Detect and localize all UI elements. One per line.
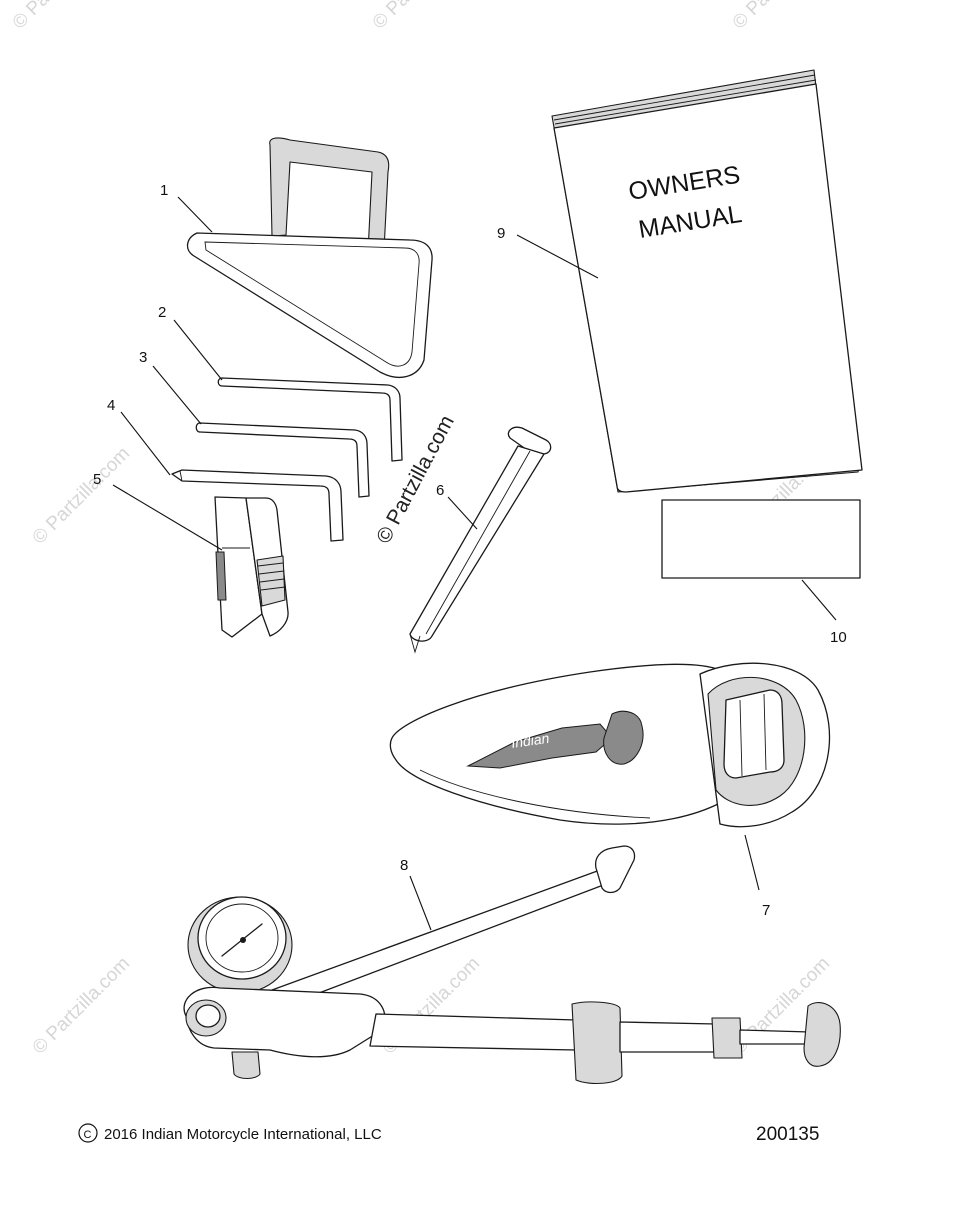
svg-text:Indian: Indian [510, 730, 550, 751]
callout-9: 9 [497, 225, 505, 242]
owners-manual-icon: OWNERS MANUAL [551, 69, 863, 493]
watermark-tr: © Partzilla.com [729, 0, 834, 34]
callout-3: 3 [139, 349, 147, 366]
copyright-text: 2016 Indian Motorcycle International, LL… [104, 1126, 382, 1143]
watermark-bl: © Partzilla.com [29, 953, 134, 1058]
watermark-tc: © Partzilla.com [369, 0, 474, 34]
extension-tube-icon [409, 426, 552, 654]
label-card-icon [661, 499, 861, 579]
fuse-puller-icon [214, 496, 289, 638]
tool-pouch-icon: Indian [389, 662, 831, 828]
copyright-circle-icon [78, 1123, 98, 1143]
copyright-symbol: C [84, 1129, 92, 1141]
hex-key-2-icon [217, 377, 403, 462]
leader-lines [112, 196, 837, 931]
drawing-number: 200135 [756, 1124, 819, 1145]
watermark-center: © Partzilla.com [372, 412, 459, 548]
hex-key-3-icon [195, 422, 370, 498]
callout-10: 10 [830, 629, 847, 646]
callout-8: 8 [400, 857, 408, 874]
watermark-tl: © Partzilla.com [9, 0, 114, 34]
callout-1: 1 [160, 182, 168, 199]
watermark-ml: © Partzilla.com [29, 443, 134, 548]
footer: C 2016 Indian Motorcycle International, … [78, 1123, 819, 1145]
tool-bag-clip-icon [186, 137, 433, 378]
indian-logo-icon: Indian [466, 710, 644, 769]
callout-5: 5 [93, 471, 101, 488]
callout-7: 7 [762, 902, 770, 919]
callout-6: 6 [436, 482, 444, 499]
callout-2: 2 [158, 304, 166, 321]
hex-key-4-icon [171, 469, 344, 542]
shock-pump-icon [183, 845, 841, 1085]
callout-4: 4 [107, 397, 115, 414]
